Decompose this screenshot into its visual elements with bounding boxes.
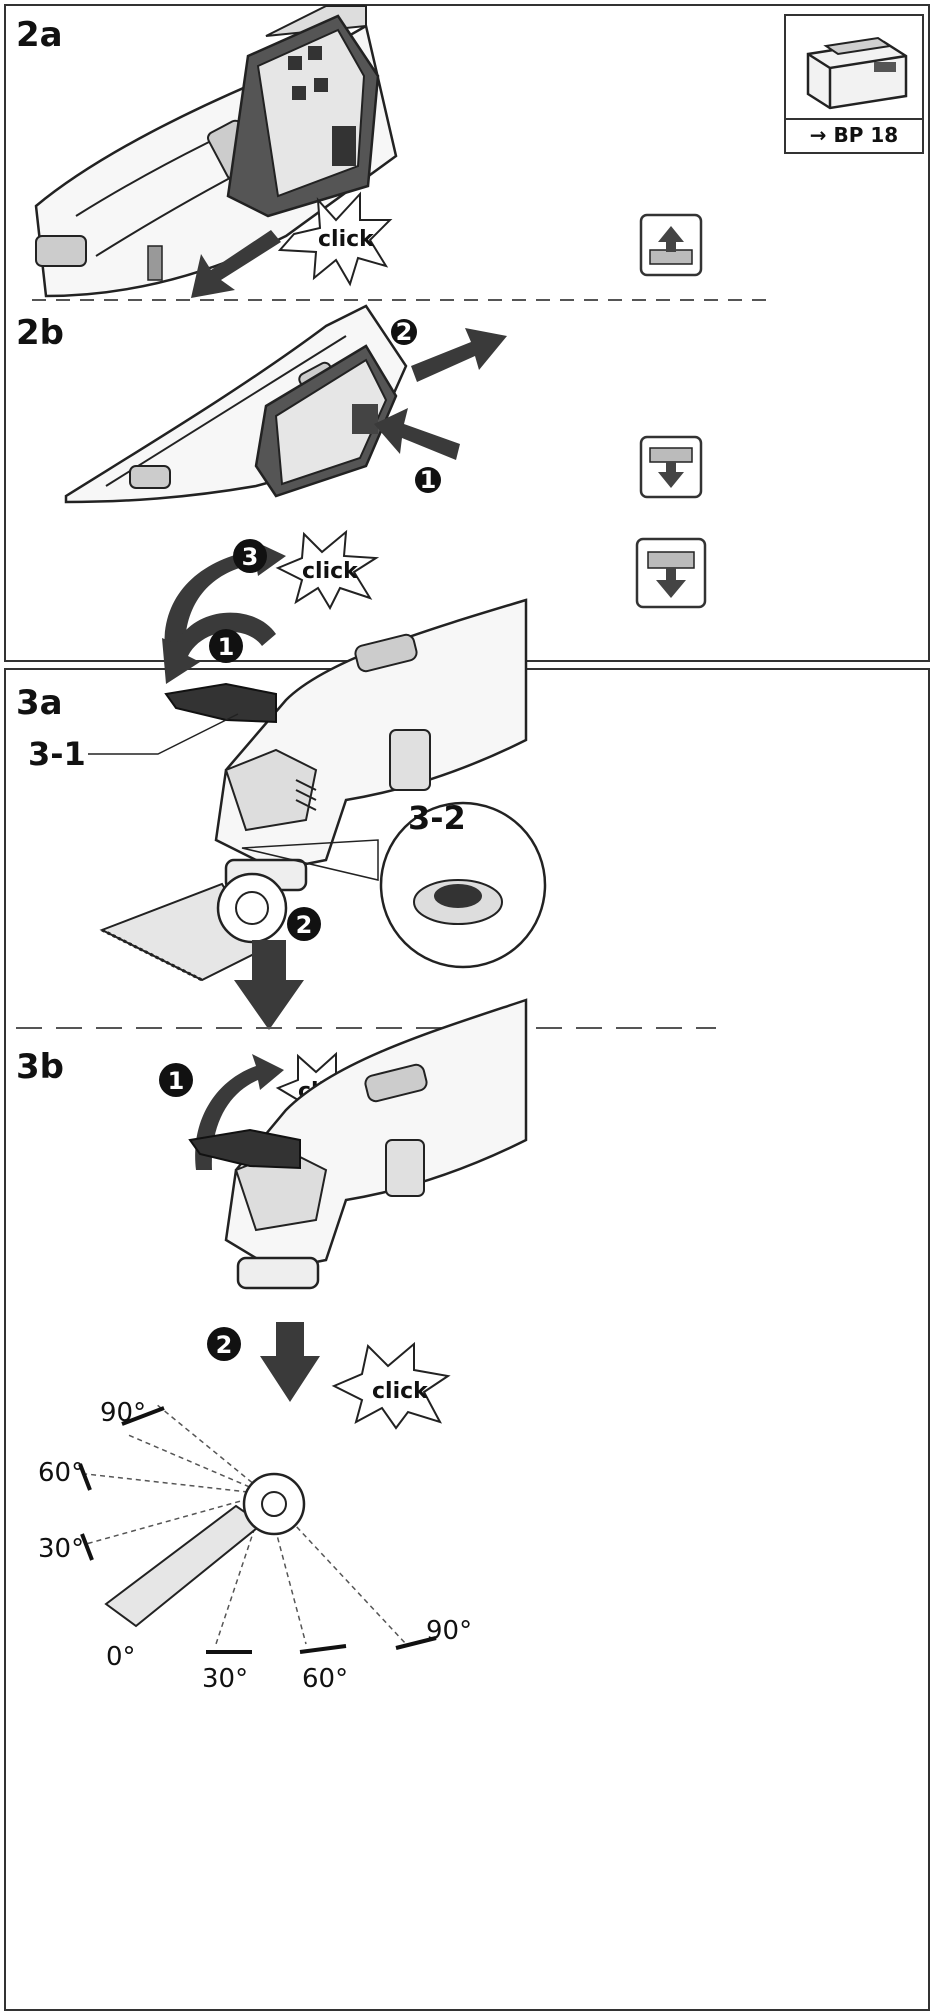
battery-remove-icon — [639, 435, 703, 499]
battery-reference-label: → BP 18 — [786, 118, 922, 152]
angle-label-left-60: 60° — [38, 1458, 85, 1488]
rotate-arrow-1 — [162, 612, 276, 684]
battery-pack-2a — [226, 14, 380, 218]
angle-label-left-90: 90° — [100, 1398, 147, 1428]
angle-label-right-90: 90° — [426, 1616, 473, 1646]
tool-drawing-3b — [224, 998, 528, 1290]
step-label-2a: 2a — [16, 15, 63, 55]
marker-2-3a: 2 — [287, 907, 321, 941]
marker-1-3a: 1 — [209, 629, 243, 663]
click-burst-3a: click — [275, 529, 380, 611]
clamp-lever-3b — [188, 1128, 301, 1170]
click-burst-3b-lower: click — [331, 1341, 451, 1430]
marker-1-2b: 1 — [415, 466, 441, 494]
svg-text:2: 2 — [296, 911, 313, 939]
insert-arrow-2a — [191, 230, 281, 298]
battery-pack-2b — [254, 344, 398, 498]
angle-label-bottom-60: 60° — [302, 1664, 349, 1694]
step-label-2b: 2b — [16, 313, 64, 353]
battery-pack-icon — [806, 36, 908, 110]
saw-blade-3a — [99, 872, 288, 982]
svg-text:1: 1 — [218, 633, 235, 661]
detail-pointer — [241, 839, 379, 881]
battery-reference-box: → BP 18 — [784, 14, 924, 154]
callout-lever-label: 3-1 — [28, 735, 86, 773]
svg-text:1: 1 — [168, 1067, 185, 1095]
remove-arrow-2b — [411, 328, 507, 382]
marker-3-3a: 3 — [233, 539, 267, 573]
svg-text:1: 1 — [420, 466, 437, 494]
svg-text:2: 2 — [216, 1331, 233, 1359]
svg-text:2: 2 — [396, 318, 413, 346]
marker-2-2b: 2 — [391, 318, 417, 346]
divider-2 — [32, 299, 772, 301]
tool-drawing-3a — [214, 598, 528, 892]
angle-label-bottom-30: 30° — [202, 1664, 249, 1694]
click-text-2a: click — [318, 227, 375, 252]
panel-battery-steps: 2a 2b → BP 18 click — [4, 4, 930, 662]
blade-angle-fan — [78, 1403, 437, 1654]
press-arrow-2b — [374, 408, 460, 460]
down-arrow-3b — [260, 1322, 320, 1402]
battery-insert-icon — [639, 213, 703, 277]
click-text-3b-lower: click — [372, 1379, 429, 1404]
click-text-3a: click — [302, 559, 359, 584]
step-label-3a: 3a — [16, 683, 63, 723]
divider-3 — [16, 1027, 716, 1029]
click-burst-2a: click — [277, 191, 393, 287]
callout-line-3-1 — [88, 713, 239, 755]
marker-1-3b: 1 — [159, 1063, 193, 1097]
angle-label-left-30: 30° — [38, 1534, 85, 1564]
down-arrow-3a — [234, 940, 304, 1030]
panel-blade-steps: 3a 3b 3 1 click 3-1 — [4, 529, 930, 2011]
marker-2-3b: 2 — [207, 1327, 241, 1361]
battery-remove-icon-3a — [635, 537, 707, 609]
callout-flange-label: 3-2 — [408, 799, 466, 837]
svg-text:3: 3 — [242, 543, 259, 571]
angle-label-zero: 0° — [106, 1642, 136, 1672]
clamp-lever — [164, 682, 277, 724]
rotate-arrow-3b — [195, 1054, 284, 1170]
flange-detail-circle — [379, 801, 547, 969]
step-label-3b: 3b — [16, 1047, 64, 1087]
